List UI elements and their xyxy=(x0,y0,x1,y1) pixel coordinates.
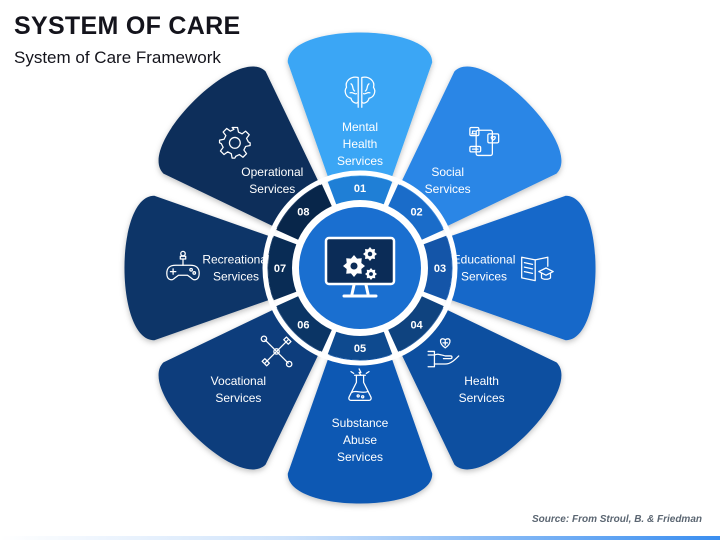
segment-label-line: Substance xyxy=(332,416,389,430)
ring-segment xyxy=(267,235,297,301)
segment-label-line: Services xyxy=(461,270,507,284)
segment-petal xyxy=(124,195,274,341)
segment-number: 02 xyxy=(410,206,422,218)
segment-petal xyxy=(158,66,321,229)
ring-segment xyxy=(388,296,444,352)
segment-label-line: Educational xyxy=(453,253,516,267)
segment-label-line: Services xyxy=(337,154,383,168)
segment-label-line: Services xyxy=(459,391,505,405)
segment-label-line: Health xyxy=(343,137,378,151)
segment-label-line: Operational xyxy=(241,165,303,179)
center-hub xyxy=(294,202,426,334)
segment-label-line: Services xyxy=(215,391,261,405)
segment-number: 04 xyxy=(410,320,423,332)
segment-number: 03 xyxy=(434,263,446,275)
segment-label-line: Abuse xyxy=(343,433,377,447)
segment-label-line: Services xyxy=(425,182,471,196)
segment-petal xyxy=(399,307,562,470)
page-subtitle: System of Care Framework xyxy=(14,48,221,67)
ring-segment xyxy=(327,331,393,360)
number-ring: 01 02 03 04 05 06 07 08 xyxy=(262,170,458,366)
ring-segment xyxy=(423,235,452,301)
segment-number: 08 xyxy=(297,206,309,218)
source-note: Source: From Stroul, B. & Friedman xyxy=(531,514,702,525)
ring-segment xyxy=(276,296,332,352)
ring-segment xyxy=(327,176,393,205)
segment-label-line: Services xyxy=(249,182,295,196)
ring-segment xyxy=(276,184,332,240)
ring-border xyxy=(262,170,458,366)
segment-label-line: Social xyxy=(431,165,464,179)
segment-petal xyxy=(287,354,433,504)
segment-label-line: Health xyxy=(464,374,499,388)
page-title: SYSTEM OF CARE xyxy=(14,12,241,40)
segment-label-line: Mental xyxy=(342,120,378,134)
segment-label-line: Recreational xyxy=(202,253,269,267)
segment-petals: MentalHealthServicesSocialServicesEducat… xyxy=(124,32,596,504)
segment-number: 07 xyxy=(274,263,286,275)
segment-number: 06 xyxy=(297,320,309,332)
segment-label-line: Services xyxy=(213,270,259,284)
footer-bar xyxy=(0,536,720,540)
segment-number: 05 xyxy=(354,343,366,355)
segment-label-line: Vocational xyxy=(211,374,266,388)
monitor-gears-icon xyxy=(324,236,396,298)
segment-petal xyxy=(287,32,433,182)
segment-number: 01 xyxy=(354,183,366,195)
segment-label-line: Services xyxy=(337,450,383,464)
ring-segment xyxy=(388,184,444,240)
